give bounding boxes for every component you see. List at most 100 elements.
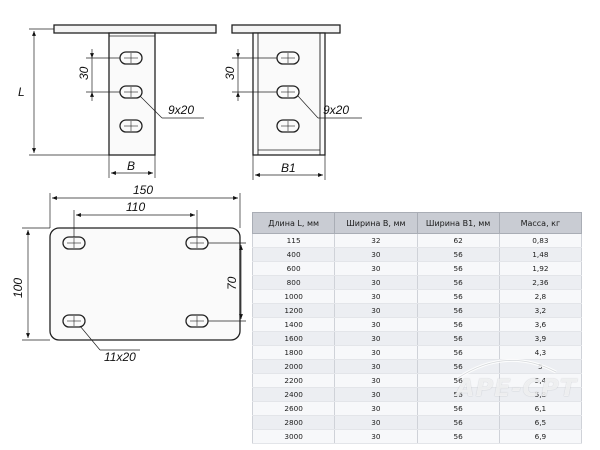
- table-cell: 62: [416, 233, 500, 248]
- base-slot-bottom-left: [62, 314, 86, 328]
- base-plate: [49, 227, 241, 341]
- dim-L-label: L: [18, 85, 25, 99]
- table-cell: 3000: [251, 429, 336, 444]
- watermark-arc-icon: [457, 358, 557, 380]
- table-cell: 5,8: [498, 387, 583, 402]
- table-cell: 6,9: [498, 429, 583, 444]
- table-cell: 30: [334, 345, 418, 360]
- table-cell: 30: [334, 275, 418, 290]
- table-cell: 2400: [251, 387, 336, 402]
- side-view: [231, 24, 341, 156]
- table-cell: 56: [416, 247, 500, 262]
- table-cell: 56: [416, 317, 500, 332]
- front-post: [108, 32, 156, 156]
- table-cell: 3,6: [498, 317, 583, 332]
- spec-table: Длина L, мм Ширина B, мм Ширина B1, мм М…: [251, 212, 583, 444]
- table-cell: 5,4: [498, 373, 583, 388]
- table-cell: 30: [334, 429, 418, 444]
- dim-100-label: 100: [11, 278, 25, 298]
- table-cell: 1200: [251, 303, 336, 318]
- table-cell: 30: [334, 261, 418, 276]
- table-cell: 1600: [251, 331, 336, 346]
- col-mass: Масса, кг: [498, 212, 583, 234]
- table-cell: 30: [334, 289, 418, 304]
- table-cell: 1800: [251, 345, 336, 360]
- dim-70-label: 70: [225, 276, 239, 290]
- table-cell: 56: [416, 373, 500, 388]
- dim-B1-label: B1: [281, 161, 296, 175]
- table-cell: 1,92: [498, 261, 583, 276]
- dim-110-label: 110: [126, 200, 145, 214]
- table-cell: 400: [251, 247, 336, 262]
- table-cell: 30: [334, 373, 418, 388]
- table-cell: 6,1: [498, 401, 583, 416]
- table-cell: 30: [334, 331, 418, 346]
- table-cell: 115: [251, 233, 336, 248]
- table-cell: 2000: [251, 359, 336, 374]
- table-cell: 56: [416, 345, 500, 360]
- dim-150-label: 150: [133, 183, 153, 197]
- table-cell: 56: [416, 289, 500, 304]
- table-cell: 56: [416, 387, 500, 402]
- table-cell: 0,83: [498, 233, 583, 248]
- front-dimensions: [29, 28, 204, 178]
- table-cell: 56: [416, 359, 500, 374]
- table-cell: 56: [416, 275, 500, 290]
- table-cell: 2,36: [498, 275, 583, 290]
- dim-30-left-label: 30: [77, 66, 91, 80]
- col-width-b1: Ширина B1, мм: [416, 212, 500, 234]
- dim-30-right-label: 30: [223, 66, 237, 80]
- table-cell: 30: [334, 415, 418, 430]
- slot-9x20-left-label: 9x20: [168, 103, 194, 117]
- table-cell: 1000: [251, 289, 336, 304]
- table-cell: 2600: [251, 401, 336, 416]
- table-cell: 30: [334, 247, 418, 262]
- table-cell: 1,48: [498, 247, 583, 262]
- base-dimensions: [22, 193, 246, 351]
- slot-11x20-label: 11x20: [104, 350, 136, 364]
- table-cell: 30: [334, 359, 418, 374]
- table-cell: 56: [416, 429, 500, 444]
- table-cell: 2,8: [498, 289, 583, 304]
- side-channel: [252, 32, 326, 156]
- table-cell: 2800: [251, 415, 336, 430]
- front-view: [53, 24, 217, 156]
- side-dimensions: [232, 49, 362, 180]
- slot-9x20-right-label: 9x20: [323, 103, 349, 117]
- table-cell: 30: [334, 317, 418, 332]
- table-cell: 2200: [251, 373, 336, 388]
- side-slot-3: [276, 119, 300, 133]
- table-cell: 1400: [251, 317, 336, 332]
- table-cell: 6,5: [498, 415, 583, 430]
- dim-B-label: B: [127, 159, 135, 173]
- base-plate-view: [49, 227, 241, 341]
- front-slot-3: [119, 119, 143, 133]
- col-width-b: Ширина B, мм: [334, 212, 418, 234]
- table-cell: 56: [416, 415, 500, 430]
- table-cell: 56: [416, 401, 500, 416]
- table-cell: 600: [251, 261, 336, 276]
- table-cell: 56: [416, 303, 500, 318]
- table-cell: 4,3: [498, 345, 583, 360]
- front-top-plate: [53, 24, 217, 34]
- spec-header-row: Длина L, мм Ширина B, мм Ширина B1, мм М…: [251, 212, 583, 234]
- table-cell: 3,2: [498, 303, 583, 318]
- table-cell: 30: [334, 401, 418, 416]
- table-cell: 56: [416, 331, 500, 346]
- table-cell: 32: [334, 233, 418, 248]
